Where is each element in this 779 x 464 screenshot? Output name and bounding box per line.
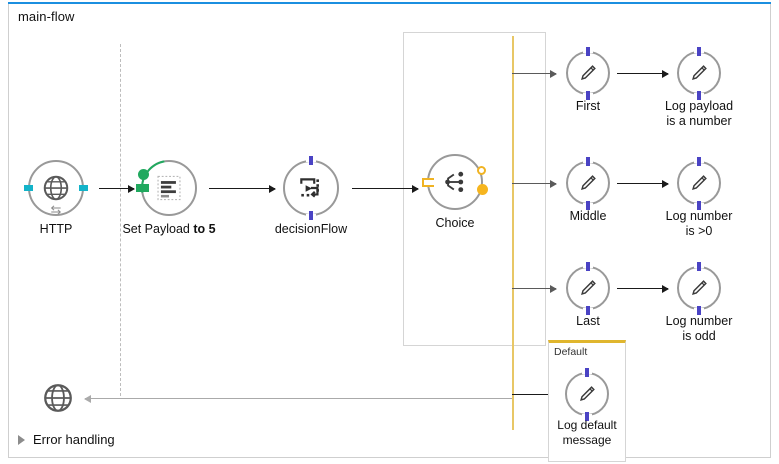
page-title: main-flow — [18, 9, 75, 24]
choice-port-top-right[interactable] — [477, 166, 486, 175]
logger-default-tick-top — [585, 368, 589, 377]
arrow-first-to-logger — [617, 69, 669, 78]
branch-label-middle: Middle — [569, 209, 607, 223]
logger-pencil-icon — [688, 62, 710, 84]
last-tick-top — [586, 262, 590, 271]
logger-default-tick-bottom — [585, 412, 589, 421]
triangle-right-icon[interactable] — [18, 434, 25, 445]
logger-pencil-icon — [577, 62, 599, 84]
node-label-decision-flow: decisionFlow — [274, 222, 348, 236]
set-payload-port-tab — [136, 184, 149, 192]
logger-pencil-icon — [576, 383, 598, 405]
arrow-middle-to-logger — [617, 179, 669, 188]
arrow-branch-last — [512, 284, 557, 293]
arrow-http-to-set-payload — [99, 184, 135, 193]
logger-pencil-icon — [577, 277, 599, 299]
logger-last-tick-top — [697, 262, 701, 271]
logger-label-middle: Log number is >0 — [665, 209, 733, 238]
return-globe-icon — [41, 381, 75, 415]
logger-pencil-icon — [688, 172, 710, 194]
first-tick-top — [586, 47, 590, 56]
logger-label-first: Log payload is a number — [664, 99, 734, 128]
choice-port-left — [422, 178, 434, 187]
logger-pencil-icon — [688, 277, 710, 299]
arrow-return-to-source — [84, 394, 512, 403]
middle-tick-bottom — [586, 201, 590, 210]
choice-branch-icon — [440, 167, 470, 197]
branch-label-first: First — [575, 99, 601, 113]
arrow-decision-flow-to-choice — [352, 184, 419, 193]
http-port-right — [79, 185, 88, 191]
first-tick-bottom — [586, 91, 590, 100]
arrow-last-to-logger — [617, 284, 669, 293]
middle-tick-top — [586, 157, 590, 166]
set-payload-label-text: Set Payload — [122, 222, 194, 236]
node-label-set-payload: Set Payload to 5 — [91, 222, 247, 237]
set-payload-icon — [154, 173, 184, 203]
node-label-http: HTTP — [39, 222, 73, 236]
decision-flow-tick-bottom — [309, 211, 313, 220]
logger-last-tick-bottom — [697, 306, 701, 315]
arrow-branch-middle — [512, 179, 557, 188]
error-handling-label: Error handling — [33, 432, 115, 447]
logger-first-tick-top — [697, 47, 701, 56]
choice-branch-spine — [512, 36, 514, 430]
decision-flow-tick-top — [309, 156, 313, 165]
logger-middle-tick-top — [697, 157, 701, 166]
branch-label-last: Last — [576, 314, 600, 328]
http-port-left — [24, 185, 33, 191]
source-divider — [120, 44, 121, 396]
decision-flow-ring — [283, 160, 339, 216]
http-exchange-icon: ⇆ — [50, 202, 62, 217]
logger-pencil-icon — [577, 172, 599, 194]
flow-reference-icon — [296, 173, 326, 203]
logger-label-default: Log default message — [557, 418, 617, 447]
flow-frame — [8, 4, 771, 458]
default-scope-title: Default — [554, 346, 588, 358]
node-label-choice: Choice — [435, 216, 475, 230]
error-handling-row[interactable]: Error handling — [18, 432, 115, 447]
arrow-branch-first — [512, 69, 557, 78]
set-payload-port-dot — [138, 169, 149, 180]
arrow-set-payload-to-decision-flow — [209, 184, 276, 193]
logger-label-last: Log number is odd — [665, 314, 733, 343]
set-payload-label-value: to 5 — [193, 222, 216, 236]
logger-middle-tick-bottom — [697, 201, 701, 210]
globe-icon — [41, 173, 71, 203]
choice-port-bottom-right[interactable] — [477, 184, 488, 195]
logger-first-tick-bottom — [697, 91, 701, 100]
last-tick-bottom — [586, 306, 590, 315]
